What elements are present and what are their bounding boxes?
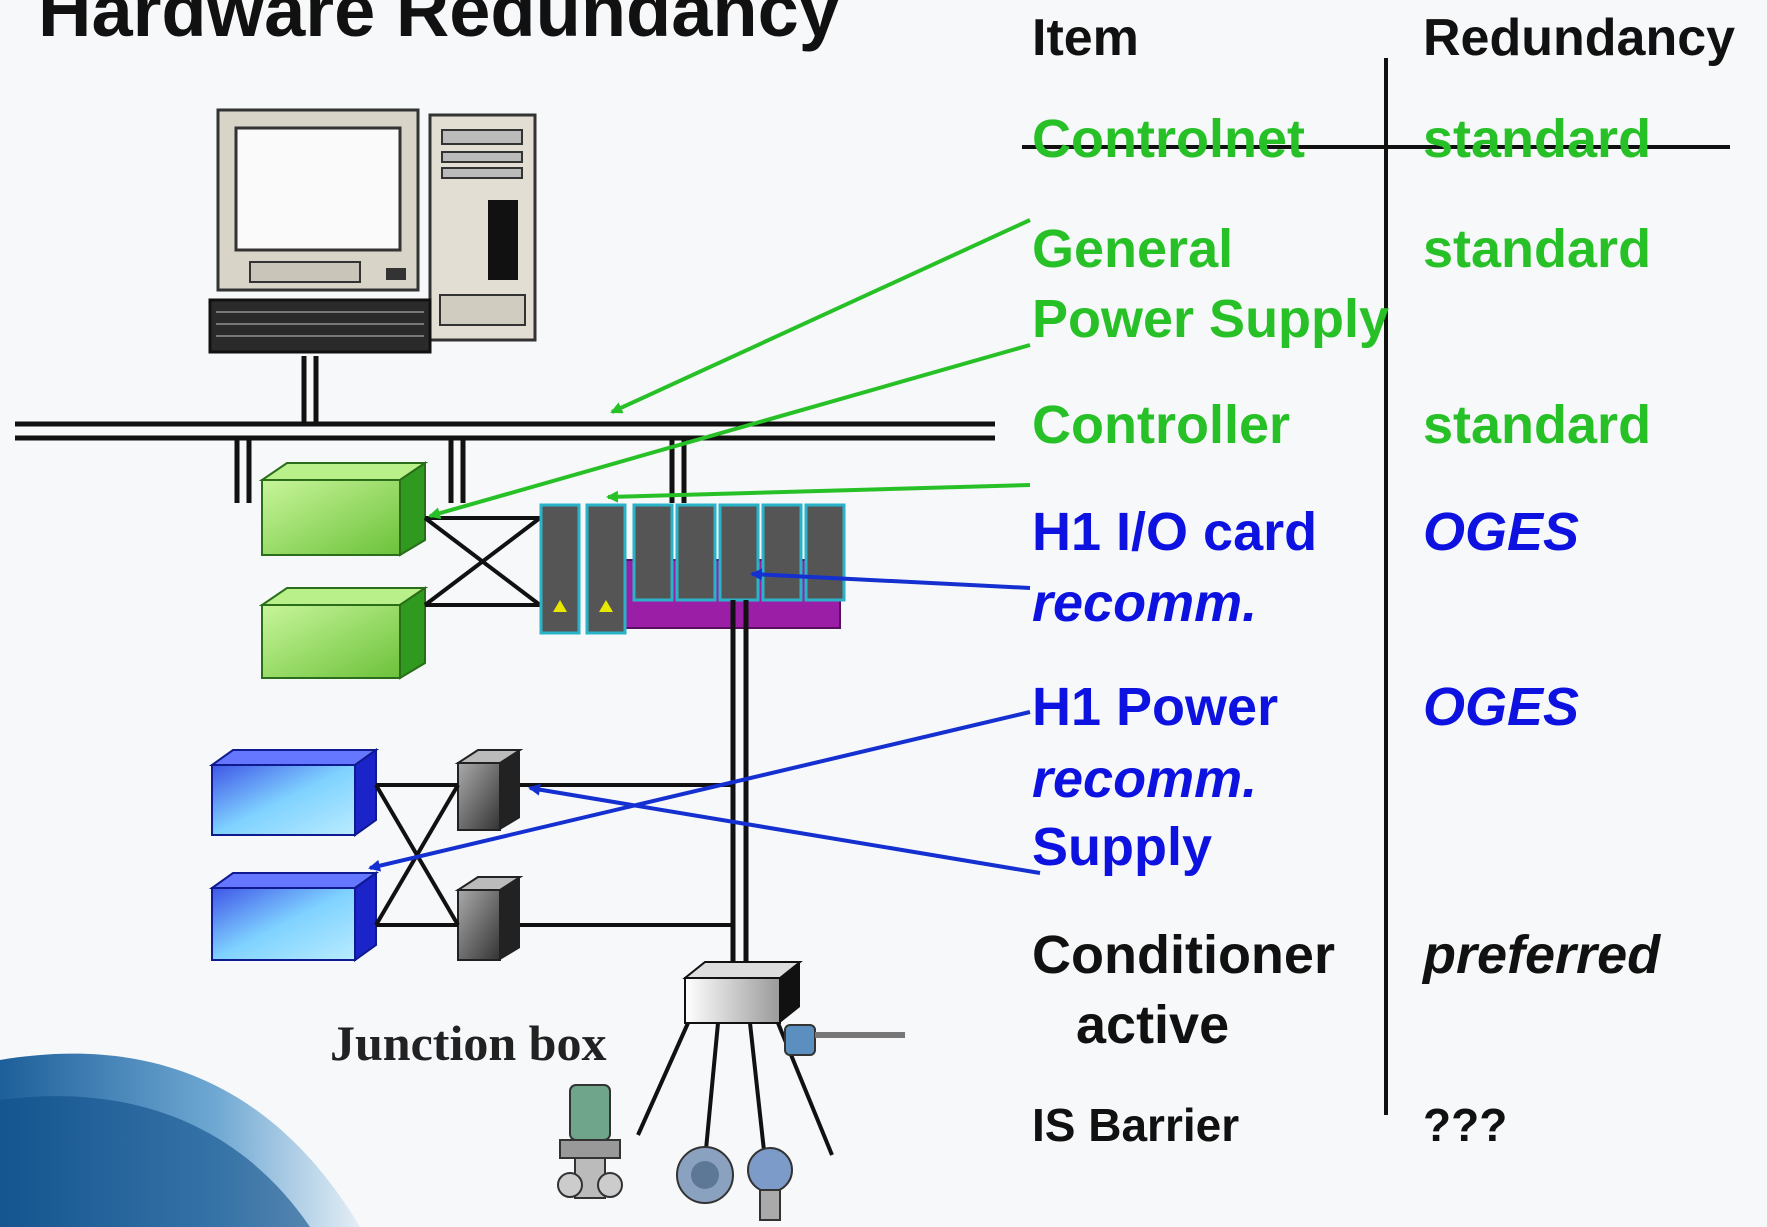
h1-power-supply-2 bbox=[208, 871, 380, 962]
computer-workstation-icon bbox=[208, 108, 537, 354]
power-conditioner-2 bbox=[454, 876, 524, 961]
pressure-transmitter-icon bbox=[747, 1147, 793, 1221]
controller-io-rack bbox=[539, 503, 846, 635]
general-power-supply-2 bbox=[258, 586, 429, 680]
row-h1-power-note: recomm. bbox=[1032, 749, 1258, 809]
valve-positioner-icon bbox=[557, 1084, 623, 1199]
power-conditioner-1 bbox=[454, 749, 524, 831]
header-redundancy: Redundancy bbox=[1423, 9, 1736, 67]
row-general-power-item-line1: General bbox=[1032, 219, 1234, 279]
blue-arrows bbox=[368, 568, 1041, 875]
row-h1-io-redundancy: OGES bbox=[1423, 502, 1580, 562]
row-h1-io-note: recomm. bbox=[1032, 573, 1258, 633]
row-controlnet-item: Controlnet bbox=[1032, 109, 1305, 169]
page-title: Hardware Redundancy bbox=[38, 0, 840, 52]
row-general-power-item-line2: Power Supply bbox=[1032, 289, 1390, 349]
junction-box bbox=[682, 961, 803, 1024]
controlnet-bus bbox=[15, 356, 995, 503]
row-h1-power-item: H1 Power bbox=[1032, 677, 1279, 737]
row-conditioner-item-line2: active bbox=[1076, 995, 1230, 1055]
row-h1-power-redundancy: OGES bbox=[1423, 677, 1580, 737]
general-power-supply-1 bbox=[258, 461, 429, 557]
row-h1-io-item: H1 I/O card bbox=[1032, 502, 1318, 562]
power-cross-wiring bbox=[423, 516, 542, 607]
row-conditioner-redundancy: preferred bbox=[1423, 925, 1661, 985]
row-is-barrier-redundancy: ??? bbox=[1423, 1099, 1508, 1151]
row-controller-item: Controller bbox=[1032, 395, 1291, 455]
junction-box-label: Junction box bbox=[330, 1015, 607, 1071]
row-h1-power-item-line2: Supply bbox=[1032, 817, 1213, 877]
row-controlnet-redundancy: standard bbox=[1423, 109, 1652, 169]
row-general-power-redundancy: standard bbox=[1423, 219, 1652, 279]
green-arrows bbox=[428, 218, 1031, 520]
row-controller-redundancy: standard bbox=[1423, 395, 1652, 455]
h1-power-supply-1 bbox=[208, 748, 380, 837]
row-is-barrier-item: IS Barrier bbox=[1032, 1099, 1240, 1151]
row-conditioner-item-line1: Conditioner bbox=[1032, 925, 1335, 985]
temperature-sensor-icon bbox=[784, 1024, 905, 1056]
flow-transmitter-icon bbox=[676, 1146, 734, 1204]
header-item: Item bbox=[1032, 9, 1139, 67]
